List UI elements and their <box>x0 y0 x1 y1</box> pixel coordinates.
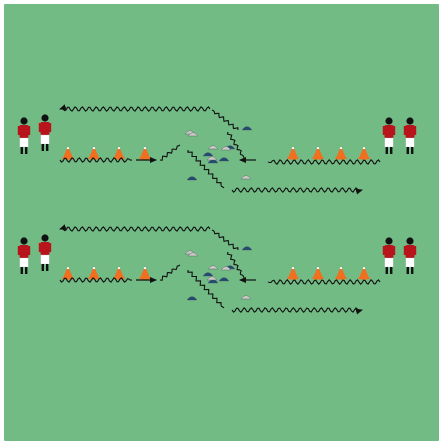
dribble-line <box>159 144 181 161</box>
disc-marker-icon <box>202 272 214 277</box>
disc-marker-icon <box>186 176 198 181</box>
disc-marker-icon <box>186 296 198 301</box>
disc-marker-icon <box>218 277 230 282</box>
player-figure-icon <box>382 117 396 154</box>
orange-cone-icon <box>358 266 370 280</box>
dribble-line <box>226 251 245 279</box>
disc-marker-icon <box>187 252 199 257</box>
dribble-line <box>211 229 239 251</box>
player-figure-icon <box>403 237 417 274</box>
dribble-line <box>59 104 211 112</box>
orange-cone-icon <box>287 146 299 160</box>
dribble-line <box>159 264 181 281</box>
player-figure-icon <box>403 117 417 154</box>
dribble-line <box>267 278 381 286</box>
disc-marker-icon <box>220 146 232 151</box>
disc-marker-icon <box>202 152 214 157</box>
dribble-line <box>59 224 211 232</box>
orange-cone-icon <box>139 266 151 280</box>
orange-cone-icon <box>358 146 370 160</box>
dribble-line <box>187 269 225 309</box>
disc-marker-icon <box>207 265 219 270</box>
disc-marker-icon <box>240 175 252 180</box>
disc-marker-icon <box>206 276 218 281</box>
dribble-line <box>187 149 225 189</box>
player-figure-icon <box>38 114 52 151</box>
disc-marker-icon <box>220 266 232 271</box>
disc-marker-icon <box>218 157 230 162</box>
player-figure-icon <box>38 234 52 271</box>
dribble-line <box>231 306 363 315</box>
dribble-line <box>226 131 245 159</box>
orange-cone-icon <box>139 146 151 160</box>
dribble-line <box>59 157 133 163</box>
disc-marker-icon <box>206 156 218 161</box>
dribble-line <box>231 186 363 195</box>
disc-marker-icon <box>241 246 253 251</box>
disc-marker-icon <box>241 126 253 131</box>
orange-cone-icon <box>312 266 324 280</box>
disc-marker-icon <box>187 132 199 137</box>
dribble-line <box>211 109 239 131</box>
orange-cone-icon <box>335 266 347 280</box>
orange-cone-icon <box>312 146 324 160</box>
disc-marker-icon <box>207 145 219 150</box>
orange-cone-icon <box>287 266 299 280</box>
dribble-line <box>267 158 381 166</box>
dribble-line <box>59 277 133 283</box>
orange-cone-icon <box>335 146 347 160</box>
player-figure-icon <box>17 117 31 154</box>
disc-marker-icon <box>240 295 252 300</box>
player-figure-icon <box>382 237 396 274</box>
player-figure-icon <box>17 237 31 274</box>
